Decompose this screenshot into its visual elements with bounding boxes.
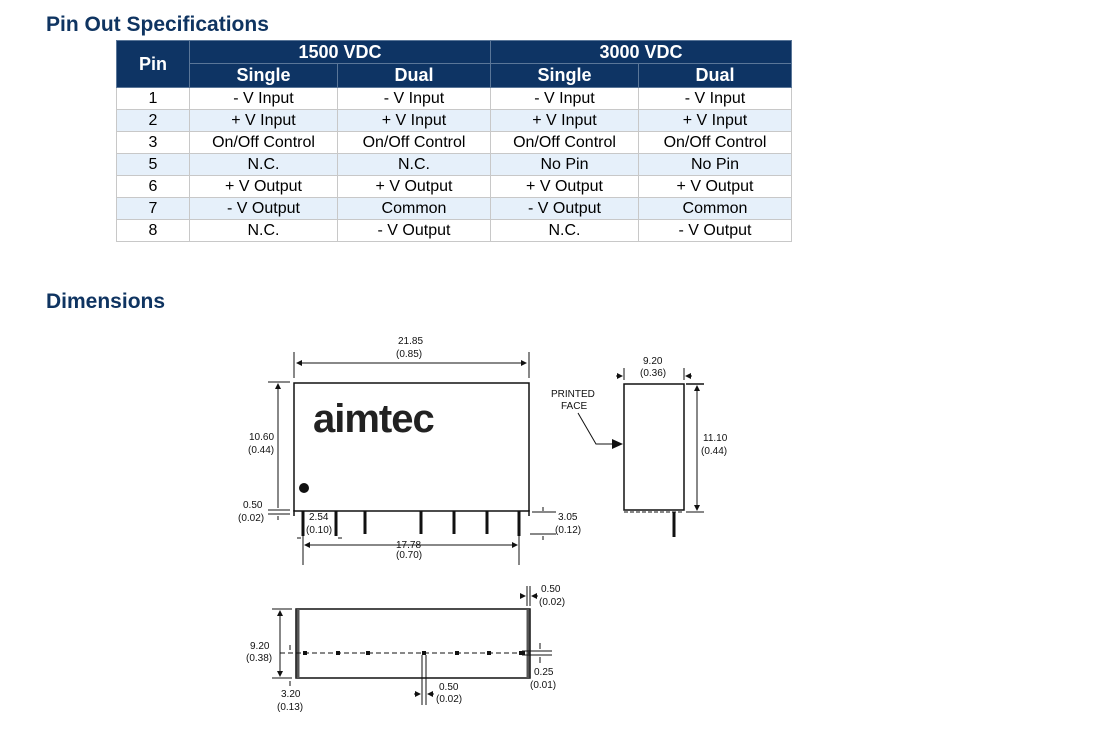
pin-function-cell: - V Output — [638, 219, 792, 242]
pin-function-cell: + V Output — [490, 175, 639, 198]
bottom-body-outline — [295, 608, 531, 679]
pin-length-in: (0.12) — [555, 525, 581, 536]
pin-width-mm: 0.50 — [439, 682, 459, 693]
aimtec-logo: aimtec — [313, 397, 434, 441]
pinout-heading: Pin Out Specifications — [46, 13, 269, 36]
pin-number: 7 — [116, 197, 190, 220]
subheader-single-1500: Single — [189, 63, 338, 88]
span-mm: 17.78 — [396, 540, 421, 551]
table-row: 6+ V Output+ V Output+ V Output+ V Outpu… — [116, 175, 792, 198]
pin-function-cell: N.C. — [337, 153, 491, 176]
pin-number: 3 — [116, 131, 190, 154]
pitch-mm: 2.54 — [309, 512, 329, 523]
bottom-depth-in: (0.38) — [246, 653, 272, 664]
pin-function-cell: No Pin — [638, 153, 792, 176]
pin-function-cell: + V Output — [638, 175, 792, 198]
printed-label-1: PRINTED — [551, 389, 595, 400]
table-row: 1- V Input- V Input- V Input- V Input — [116, 87, 792, 110]
offset-in: (0.13) — [277, 702, 303, 713]
pin-function-cell: - V Input — [189, 87, 338, 110]
pin-function-cell: N.C. — [189, 153, 338, 176]
pin-function-cell: - V Input — [337, 87, 491, 110]
pinout-table: Pin 1500 VDC 3000 VDC Single Dual Single… — [116, 40, 792, 242]
pin-function-cell: Common — [638, 197, 792, 220]
side-width-in: (0.36) — [640, 368, 666, 379]
front-width-mm: 21.85 — [398, 336, 423, 347]
side-body-outline — [623, 383, 685, 511]
pin-function-cell: - V Input — [638, 87, 792, 110]
side-height-in: (0.44) — [701, 446, 727, 457]
pin-function-cell: On/Off Control — [189, 131, 338, 154]
pin-width-in: (0.02) — [436, 694, 462, 705]
subheader-single-3000: Single — [490, 63, 639, 88]
offset-mm: 3.20 — [281, 689, 301, 700]
subheader-dual-3000: Dual — [638, 63, 792, 88]
bottom-view — [272, 586, 552, 705]
front-body-outline — [293, 382, 530, 512]
pin-function-cell: On/Off Control — [337, 131, 491, 154]
pin-function-cell: + V Input — [189, 109, 338, 132]
pin1-marker — [299, 483, 309, 493]
standoff-in: (0.02) — [238, 513, 264, 524]
side-height-mm: 11.10 — [703, 433, 728, 444]
pin-function-cell: + V Output — [337, 175, 491, 198]
edge-in: (0.02) — [539, 597, 565, 608]
printed-face-arrow-icon — [612, 439, 623, 449]
pin-length-mm: 3.05 — [558, 512, 578, 523]
front-height-in: (0.44) — [248, 445, 274, 456]
pin-function-cell: - V Input — [490, 87, 639, 110]
dimensions-heading: Dimensions — [46, 290, 166, 313]
edge-mm: 0.50 — [541, 584, 561, 595]
front-width-in: (0.85) — [396, 349, 422, 360]
pin-function-cell: N.C. — [490, 219, 639, 242]
pin-number: 5 — [116, 153, 190, 176]
front-view — [268, 352, 556, 565]
pin-function-cell: - V Output — [490, 197, 639, 220]
pin-function-cell: Common — [337, 197, 491, 220]
pin-function-cell: On/Off Control — [638, 131, 792, 154]
side-view — [577, 368, 704, 537]
bottom-pin-dots — [303, 651, 525, 655]
pin-function-cell: + V Input — [638, 109, 792, 132]
side-width-mm: 9.20 — [643, 356, 663, 367]
pin-function-cell: - V Output — [337, 219, 491, 242]
pin-function-cell: - V Output — [189, 197, 338, 220]
pin-number: 8 — [116, 219, 190, 242]
front-height-mm: 10.60 — [249, 432, 274, 443]
printed-label-2: FACE — [561, 401, 587, 412]
pitch-in: (0.10) — [306, 525, 332, 536]
span-in: (0.70) — [396, 550, 422, 561]
pin-thickness-mm: 0.25 — [534, 667, 554, 678]
pin-function-cell: On/Off Control — [490, 131, 639, 154]
pin-function-cell: + V Input — [337, 109, 491, 132]
pin-number: 1 — [116, 87, 190, 110]
front-pins — [301, 511, 521, 536]
bottom-depth-mm: 9.20 — [250, 641, 270, 652]
group-header-1500vdc: 1500 VDC — [189, 40, 491, 64]
standoff-mm: 0.50 — [243, 500, 263, 511]
group-header-3000vdc: 3000 VDC — [490, 40, 792, 64]
pin-thickness-in: (0.01) — [530, 680, 556, 691]
